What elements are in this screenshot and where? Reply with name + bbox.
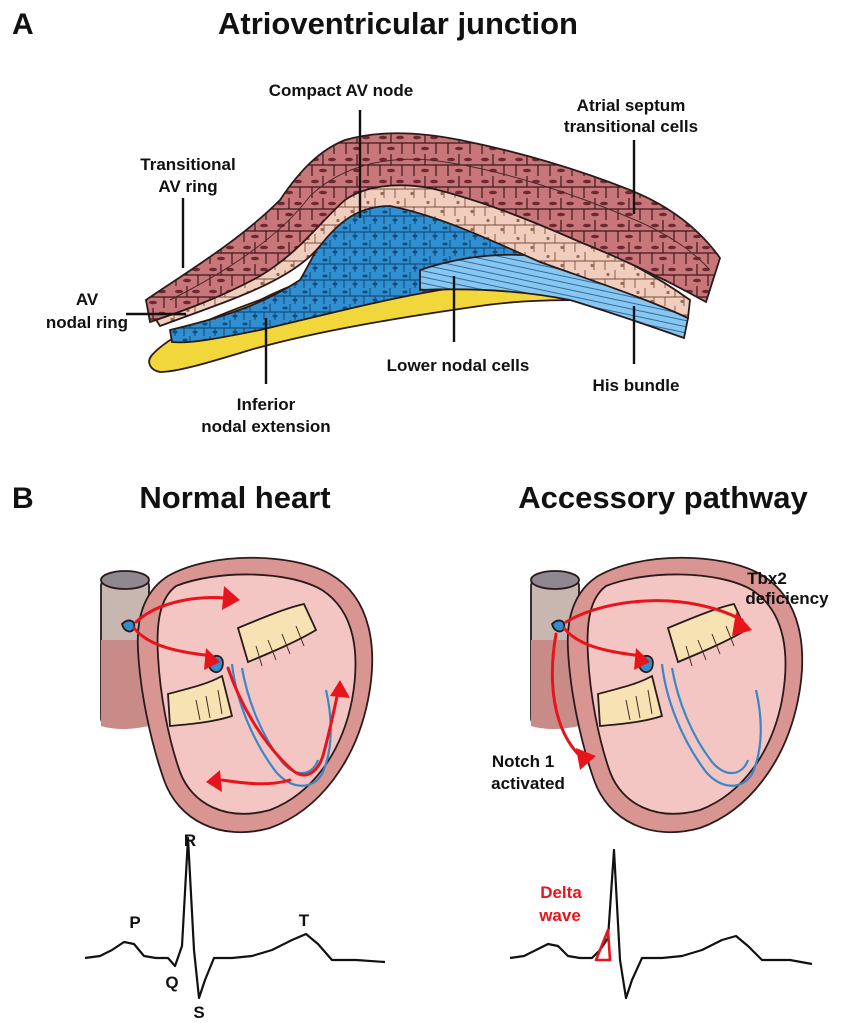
label-lower-nodal-cells: Lower nodal cells [387, 356, 530, 375]
label-compact-av-node: Compact AV node [269, 81, 414, 100]
notch-label-1: Notch 1 [492, 752, 554, 771]
label-atrial-septum-1: Atrial septum [577, 96, 686, 115]
ecg-label-s: S [193, 1003, 204, 1022]
ecg-label-q: Q [165, 973, 178, 992]
notch-label-2: activated [491, 774, 565, 793]
tbx2-label-2: deficiency [745, 589, 829, 608]
panel-a-title: Atrioventricular junction [218, 6, 578, 41]
normal-heart-illustration [101, 558, 372, 832]
label-atrial-septum-2: transitional cells [564, 117, 698, 136]
delta-label-2: wave [538, 906, 581, 925]
normal-ecg: P R Q S T [85, 831, 385, 1022]
ecg-label-r: R [184, 831, 196, 850]
label-his-bundle: His bundle [593, 376, 680, 395]
accessory-pathway-title: Accessory pathway [518, 480, 808, 515]
tbx2-label-1: Tbx2 [747, 569, 787, 588]
label-av-nodal-ring-1: AV [76, 290, 99, 309]
delta-wave-marker [596, 930, 610, 960]
label-av-nodal-ring-2: nodal ring [46, 313, 128, 332]
panel-b-letter: B [12, 482, 34, 515]
label-transitional-ring-1: Transitional [140, 155, 235, 174]
label-inferior-extension-2: nodal extension [201, 417, 330, 436]
delta-label-1: Delta [540, 883, 582, 902]
accessory-ecg: Delta wave [510, 850, 812, 998]
normal-heart-title: Normal heart [139, 480, 330, 515]
ecg-label-t: T [299, 911, 310, 930]
panel-a-letter: A [12, 8, 34, 41]
label-transitional-ring-2: AV ring [158, 177, 217, 196]
ecg-label-p: P [129, 913, 140, 932]
label-inferior-extension-1: Inferior [237, 395, 296, 414]
